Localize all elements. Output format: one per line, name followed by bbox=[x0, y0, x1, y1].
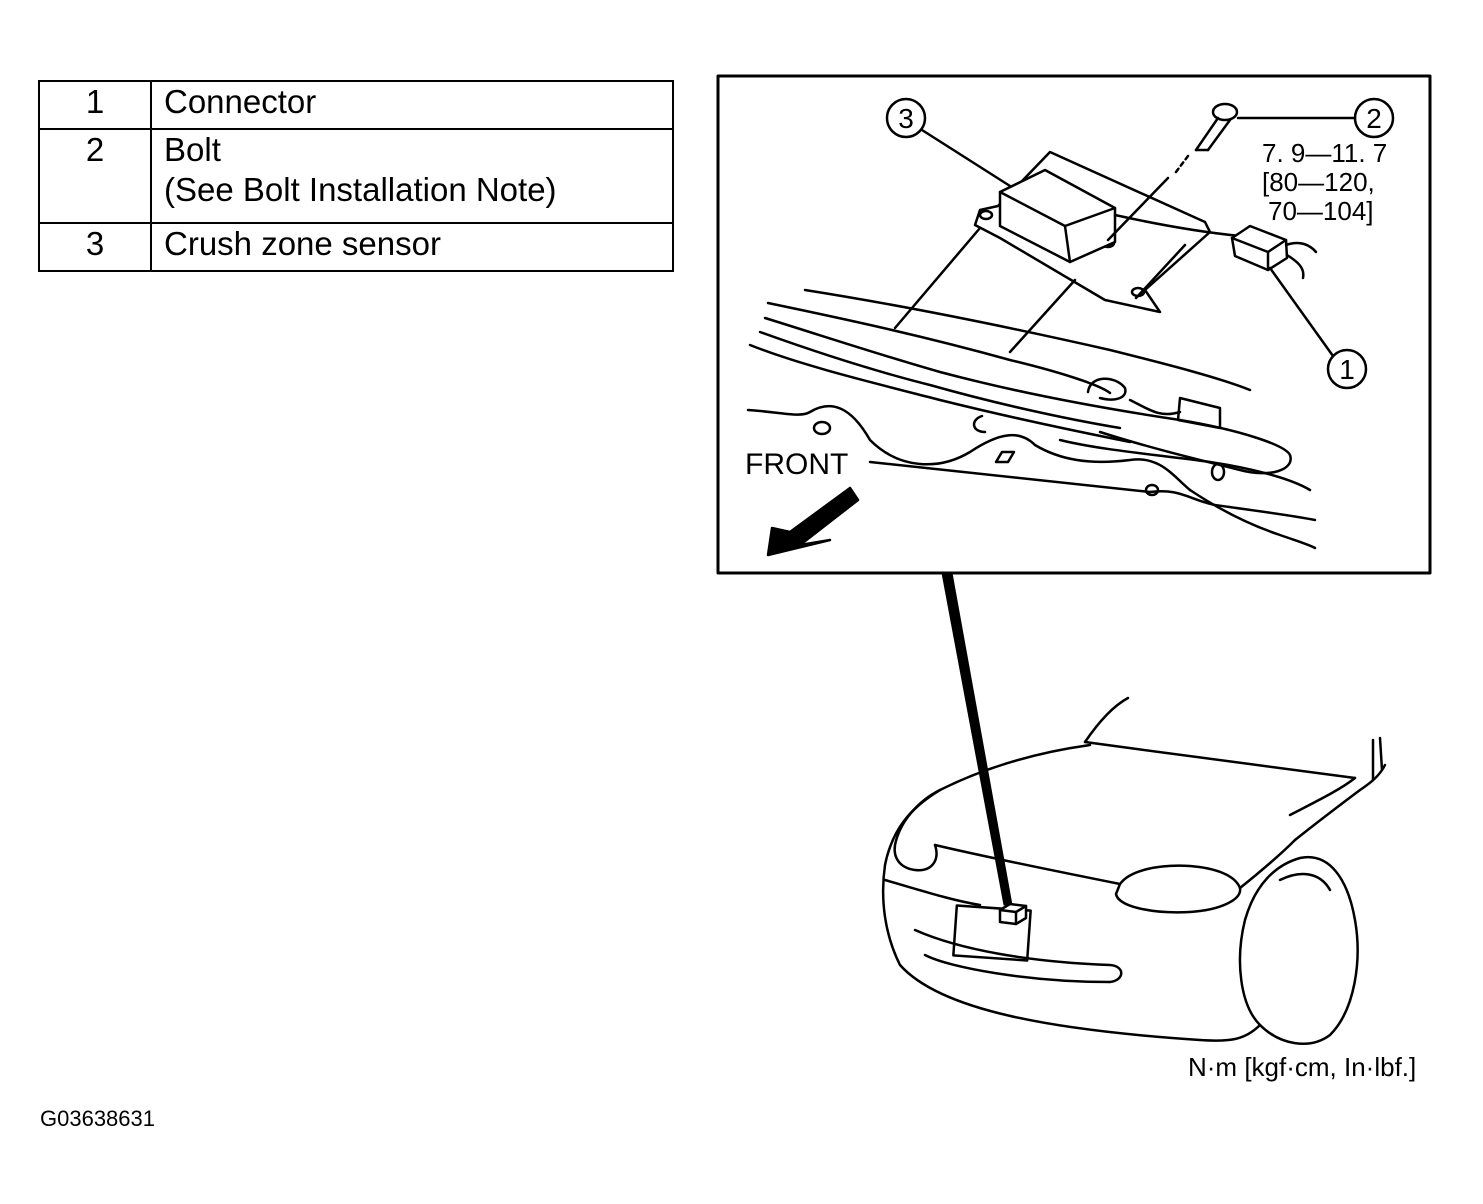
body-hole bbox=[1210, 462, 1226, 482]
torque-units-label: N·m [kgf·cm, In·lbf.] bbox=[1188, 1052, 1417, 1082]
mounting-bracket bbox=[973, 150, 1212, 314]
callout-number-3: 3 bbox=[898, 103, 914, 134]
license-plate-area bbox=[952, 904, 1032, 962]
bolt bbox=[1174, 102, 1239, 174]
body-hole bbox=[1144, 483, 1160, 497]
legend-note: (See Bolt Installation Note) bbox=[164, 171, 557, 208]
vehicle-outline bbox=[881, 696, 1387, 1045]
bracket-hole bbox=[978, 209, 994, 221]
torque-value-nm: 7. 9—11. 7 bbox=[1262, 138, 1387, 168]
install-line bbox=[1008, 278, 1077, 354]
callout-number-1: 1 bbox=[1339, 354, 1355, 385]
body-hole bbox=[972, 414, 987, 434]
callout-leader-1 bbox=[1268, 266, 1335, 358]
legend-number: 3 bbox=[38, 222, 152, 272]
legend-label: Connector bbox=[150, 80, 674, 130]
sensor-harness bbox=[1113, 213, 1242, 238]
install-line bbox=[893, 226, 982, 330]
torque-value-kgfcm: [80—120, bbox=[1262, 167, 1375, 197]
legend-label: Bolt bbox=[164, 131, 221, 168]
torque-value-inlbf: 70—104] bbox=[1268, 196, 1374, 226]
body-hole bbox=[994, 450, 1016, 464]
legend-table: 1 Connector 2 Bolt (See Bolt Installatio… bbox=[38, 80, 674, 272]
legend-row: 2 Bolt (See Bolt Installation Note) bbox=[38, 128, 674, 224]
callout-leader-3 bbox=[920, 128, 1012, 188]
callout-number-2: 2 bbox=[1366, 103, 1382, 134]
legend-number: 1 bbox=[38, 80, 152, 130]
legend-label: Crush zone sensor bbox=[150, 222, 674, 272]
front-arrow-icon bbox=[766, 486, 860, 557]
front-label: FRONT bbox=[745, 448, 848, 481]
connector bbox=[1230, 224, 1318, 280]
legend-row: 3 Crush zone sensor bbox=[38, 222, 674, 272]
detail-frame bbox=[716, 74, 1432, 575]
legend-cell: Bolt (See Bolt Installation Note) bbox=[150, 128, 674, 224]
install-line bbox=[1106, 176, 1170, 242]
legend-number: 2 bbox=[38, 128, 152, 224]
callout-circle-1 bbox=[1326, 348, 1368, 390]
crush-zone-sensor bbox=[998, 168, 1117, 264]
legend-row: 1 Connector bbox=[38, 80, 674, 130]
figure-id: G03638631 bbox=[40, 1106, 155, 1131]
callout-circle-3 bbox=[885, 97, 927, 139]
sensor-on-vehicle bbox=[998, 902, 1028, 926]
install-line bbox=[1134, 243, 1187, 300]
body-hole bbox=[812, 420, 832, 436]
